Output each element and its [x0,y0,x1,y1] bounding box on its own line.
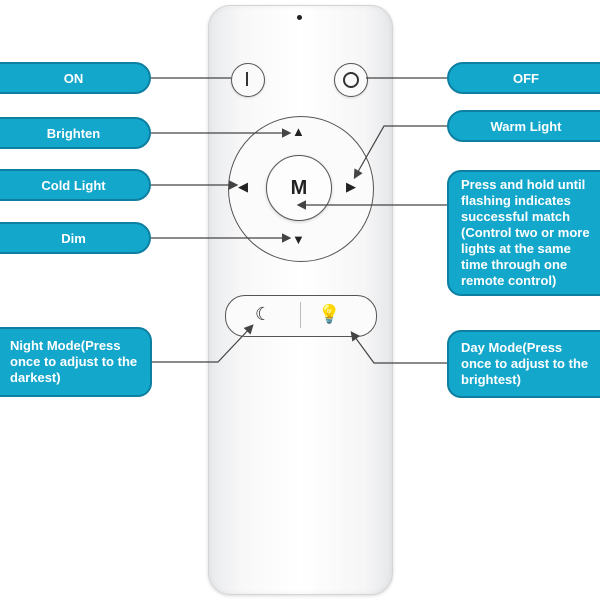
label-off: OFF [447,62,600,94]
pill-divider [300,302,301,328]
on-button[interactable] [231,63,265,97]
brighten-arrow-icon[interactable]: ▲ [292,124,305,139]
label-press-hold: Press and hold until flashing indicates … [447,170,600,296]
leader-warm [353,125,447,180]
label-warm-light: Warm Light [447,110,600,142]
off-button[interactable] [334,63,368,97]
day-mode-bulb-icon[interactable]: 💡 [318,304,341,324]
night-mode-moon-icon[interactable]: ☾ [255,304,272,324]
indicator-led [297,15,302,20]
dim-arrow-icon[interactable]: ▼ [292,232,305,247]
power-on-icon [246,72,248,86]
leader-day [350,331,447,364]
warm-light-arrow-icon[interactable]: ▶ [346,179,356,194]
cold-light-arrow-icon[interactable]: ◀ [238,179,248,194]
label-night-mode: Night Mode(Press once to adjust to the d… [0,327,152,397]
label-dim: Dim [0,222,151,254]
m-button[interactable]: M [266,155,332,221]
label-day-mode: Day Mode(Press once to adjust to the bri… [447,330,600,398]
label-brighten: Brighten [0,117,151,149]
power-off-icon [343,72,359,88]
label-on: ON [0,62,151,94]
label-cold-light: Cold Light [0,169,151,201]
leader-night [152,324,254,363]
